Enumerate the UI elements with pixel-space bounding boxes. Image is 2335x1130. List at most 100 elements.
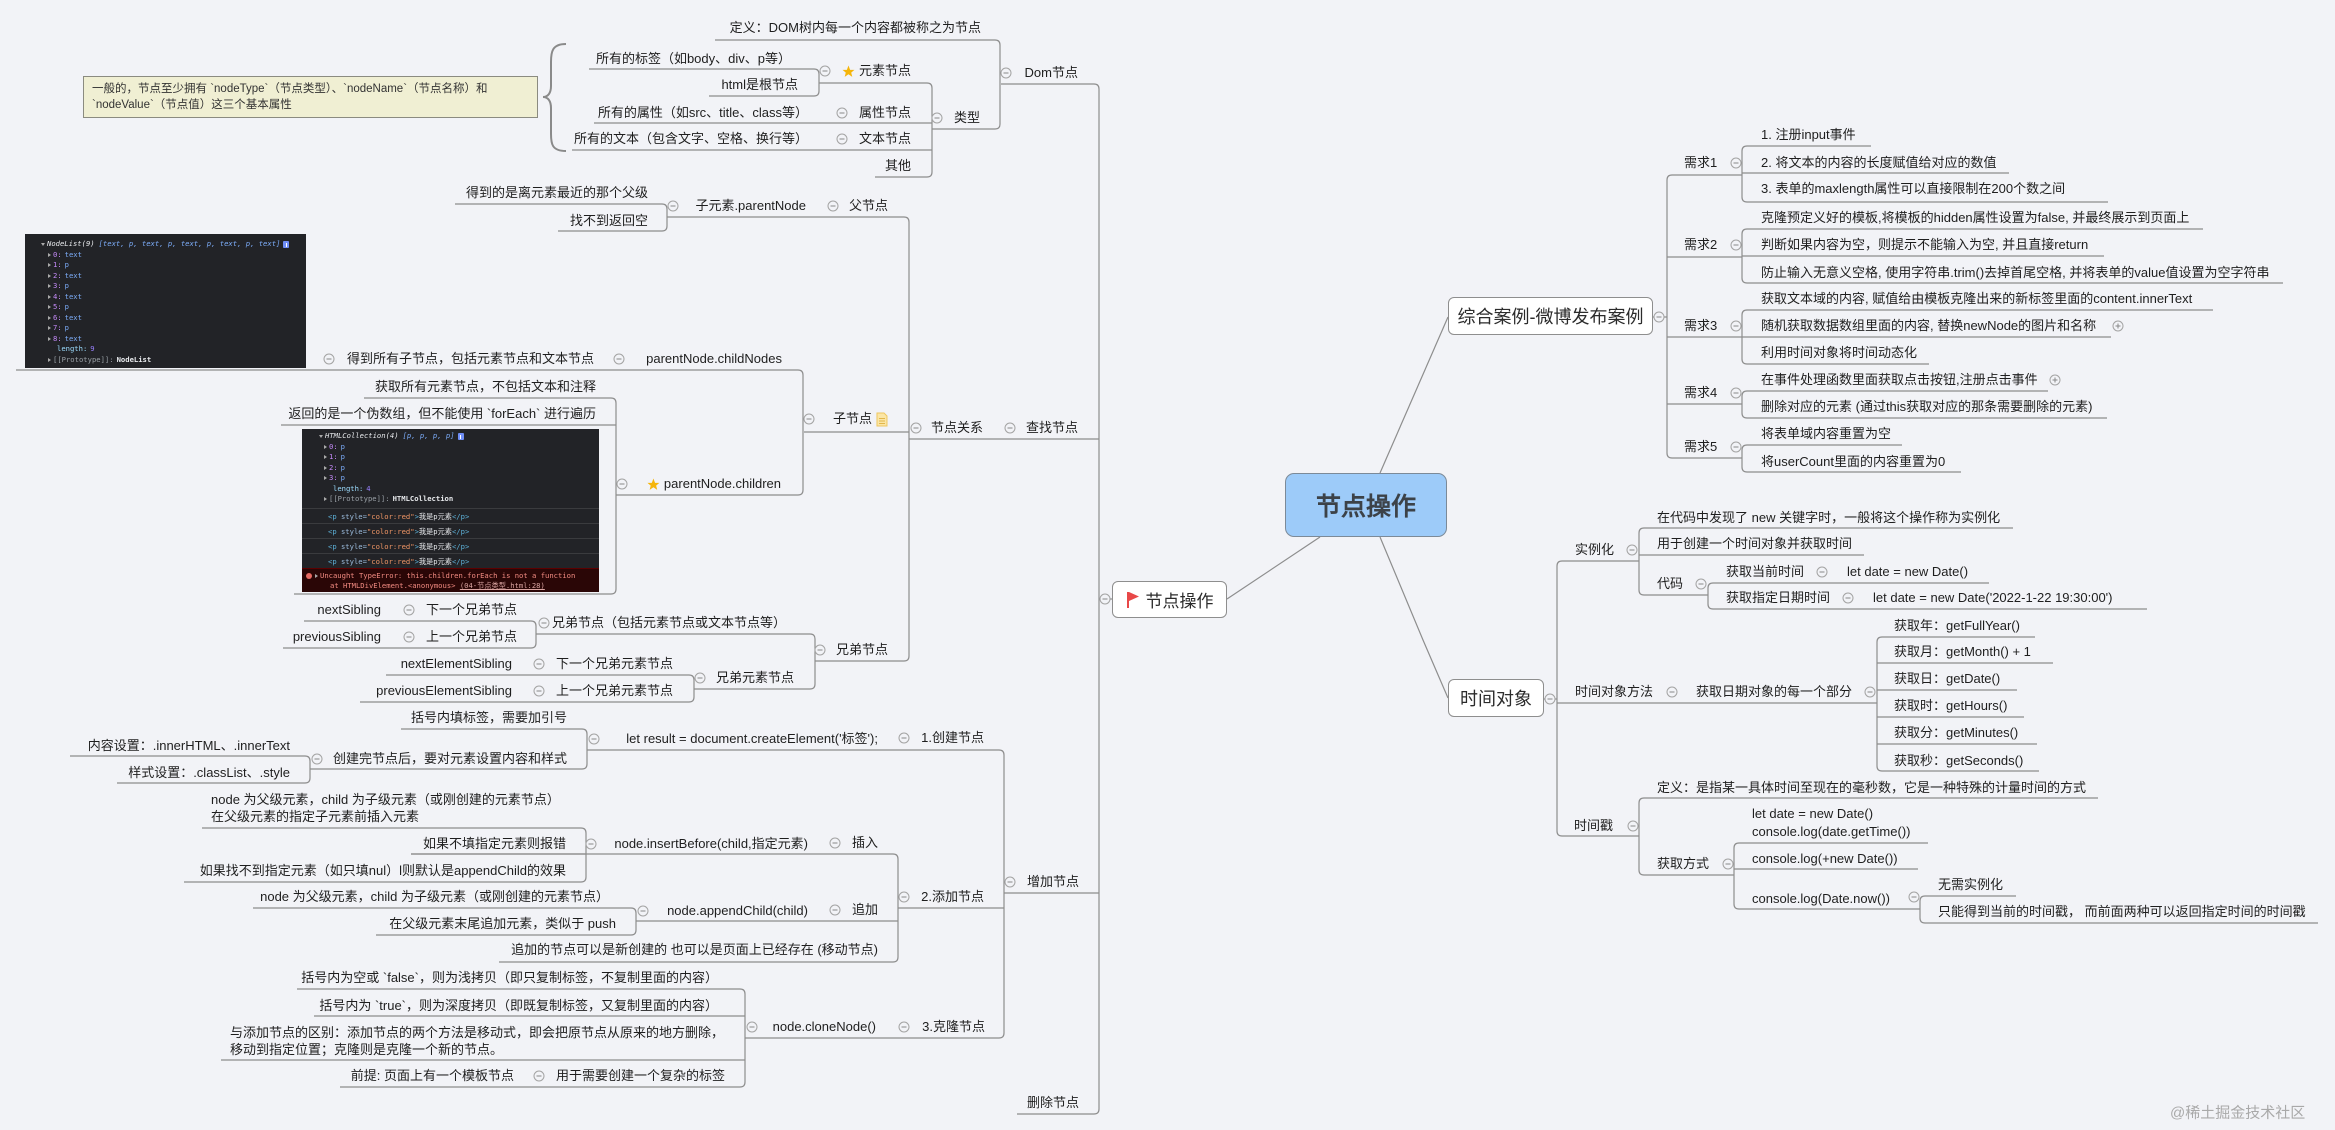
collapse-button[interactable]: [1004, 422, 1016, 434]
create-element-tip[interactable]: 括号内填标签，需要加引号: [410, 710, 567, 725]
requirement-item[interactable]: 1. 注册input事件: [1761, 127, 1856, 142]
setup-content-item[interactable]: 内容设置：.innerHTML、.innerText: [87, 738, 290, 753]
topic-previous-sibling[interactable]: 上一个兄弟节点: [425, 629, 517, 644]
collapse-button[interactable]: [1666, 686, 1678, 698]
children-prop-item[interactable]: 返回的是一个伪数组，但不能使用 `forEach` 进行遍历: [288, 406, 596, 421]
requirement-item[interactable]: 3. 表单的maxlength属性可以直接限制在200个数之间: [1761, 181, 2066, 196]
date-method-item[interactable]: 获取月：getMonth() + 1: [1894, 644, 2031, 659]
topic-insert[interactable]: 插入: [851, 835, 878, 850]
timestamp-definition[interactable]: 定义：是指某一具体时间至现在的毫秒数，它是一种特殊的计量时间的方式: [1657, 780, 2087, 795]
date-method-item[interactable]: 获取时：getHours(): [1894, 698, 2008, 713]
topic-element-node[interactable]: 元素节点: [842, 63, 911, 79]
requirement-item[interactable]: 获取文本域的内容, 赋值给由模板克隆出来的新标签里面的content.inner…: [1761, 291, 2193, 306]
topic-current-time[interactable]: 获取当前时间: [1726, 564, 1805, 579]
append-child-desc[interactable]: node 为父级元素，child 为子级元素（或刚创建的元素节点）: [260, 889, 609, 904]
topic-text-node[interactable]: 文本节点: [858, 131, 911, 146]
collapse-button[interactable]: [585, 838, 597, 850]
requirement-item[interactable]: 在事件处理函数里面获取点击按钮,注册点击事件: [1761, 372, 2038, 387]
collapse-button[interactable]: [613, 353, 625, 365]
collapse-button[interactable]: [637, 905, 649, 917]
collapse-button[interactable]: [1730, 387, 1742, 399]
topic-clone-usage[interactable]: 用于需要创建一个复杂的标签: [555, 1068, 725, 1083]
child-nodes-desc[interactable]: 得到所有子节点，包括元素节点和文本节点: [346, 351, 594, 366]
insert-no-target[interactable]: 如果不填指定元素则报错: [422, 836, 566, 851]
requirement-item[interactable]: 2. 将文本的内容的长度赋值给对应的数值: [1761, 155, 1997, 170]
topic-requirement-3[interactable]: 需求3: [1684, 318, 1718, 333]
requirement-item[interactable]: 判断如果内容为空，则提示不能输入为空, 并且直接return: [1761, 237, 2089, 252]
insert-before-desc[interactable]: node 为父级元素，child 为子级元素（或刚创建的元素节点） 在父级元素的…: [211, 791, 560, 825]
element-node-item[interactable]: 所有的标签（如body、div、p等）: [595, 51, 791, 66]
topic-next-element-sibling[interactable]: 下一个兄弟元素节点: [555, 656, 673, 671]
topic-create-node[interactable]: 1.创建节点: [921, 730, 984, 745]
topic-add-node[interactable]: 增加节点: [1026, 874, 1079, 889]
topic-sibling-node[interactable]: 兄弟节点: [835, 642, 888, 657]
topic-dom-node[interactable]: Dom节点: [1024, 65, 1078, 80]
requirement-item[interactable]: 利用时间对象将时间动态化: [1761, 345, 1918, 360]
date-now-item[interactable]: 无需实例化: [1938, 877, 2004, 892]
collapse-button[interactable]: [898, 891, 910, 903]
collapse-button[interactable]: [1908, 891, 1920, 903]
append-move-note[interactable]: 追加的节点可以是新创建的 也可以是页面上已经存在 (移动节点): [511, 942, 878, 957]
children-prop-item[interactable]: 获取所有元素节点，不包括文本和注释: [374, 379, 596, 394]
topic-instantiation[interactable]: 实例化: [1575, 542, 1615, 557]
collapse-button[interactable]: [1842, 592, 1854, 604]
collapse-button[interactable]: [910, 422, 922, 434]
instantiation-item[interactable]: 用于创建一个时间对象并获取时间: [1657, 536, 1853, 551]
dom-definition[interactable]: 定义：DOM树内每一个内容都被称之为节点: [729, 20, 981, 35]
topic-requirement-2[interactable]: 需求2: [1684, 237, 1718, 252]
collapse-button[interactable]: [667, 200, 679, 212]
date-method-item[interactable]: 获取日：getDate(): [1894, 671, 2001, 686]
topic-child-node[interactable]: 子节点: [833, 411, 888, 427]
topic-parent-node[interactable]: 父节点: [848, 198, 888, 213]
collapse-button[interactable]: [1730, 320, 1742, 332]
collapse-button[interactable]: [323, 353, 335, 365]
timestamp-get-time[interactable]: let date = new Date() console.log(date.g…: [1752, 805, 1910, 841]
topic-other-node[interactable]: 其他: [884, 158, 911, 173]
parent-node-item[interactable]: 得到的是离元素最近的那个父级: [465, 185, 648, 200]
topic-requirement-1[interactable]: 需求1: [1684, 155, 1718, 170]
topic-parent-node-method[interactable]: 子元素.parentNode: [695, 198, 806, 213]
topic-requirement-4[interactable]: 需求4: [1684, 385, 1718, 400]
expand-button[interactable]: [2112, 320, 2124, 332]
collapse-button[interactable]: [898, 1021, 910, 1033]
topic-setup-element[interactable]: 创建完节点后，要对元素设置内容和样式: [332, 751, 567, 766]
insert-before-code[interactable]: node.insertBefore(child,指定元素): [614, 836, 808, 851]
collapse-button[interactable]: [403, 631, 415, 643]
topic-node-operations[interactable]: 节点操作: [1112, 581, 1227, 618]
requirement-item[interactable]: 将表单域内容重置为空: [1761, 426, 1892, 441]
attribute-node-item[interactable]: 所有的属性（如src、title、class等）: [597, 105, 808, 120]
collapse-button[interactable]: [829, 904, 841, 916]
collapse-button[interactable]: [1004, 876, 1016, 888]
topic-child-nodes[interactable]: parentNode.childNodes: [646, 351, 782, 366]
topic-append[interactable]: 追加: [851, 902, 878, 917]
collapse-button[interactable]: [533, 658, 545, 670]
collapse-button[interactable]: [819, 65, 831, 77]
topic-element-siblings[interactable]: 兄弟元素节点: [715, 670, 794, 685]
requirement-item[interactable]: 克隆预定义好的模板,将模板的hidden属性设置为false, 并最终展示到页面…: [1761, 210, 2190, 225]
specific-time-code[interactable]: let date = new Date('2022-1-22 19:30:00'…: [1873, 590, 2113, 605]
collapse-button[interactable]: [1730, 441, 1742, 453]
text-node-item[interactable]: 所有的文本（包含文字、空格、换行等）: [573, 131, 808, 146]
append-child-code[interactable]: node.appendChild(child): [667, 903, 808, 918]
collapse-button[interactable]: [898, 732, 910, 744]
requirement-item[interactable]: 将userCount里面的内容重置为0: [1761, 454, 1946, 469]
collapse-button[interactable]: [827, 200, 839, 212]
collapse-button[interactable]: [814, 644, 826, 656]
requirement-item[interactable]: 随机获取数据数组里面的内容, 替换newNode的图片和名称: [1761, 318, 2097, 333]
parent-node-item[interactable]: 找不到返回空: [569, 213, 648, 228]
current-time-code[interactable]: let date = new Date(): [1847, 564, 1969, 579]
date-method-item[interactable]: 获取分：getMinutes(): [1894, 725, 2019, 740]
clone-shallow[interactable]: 括号内为空或 `false`，则为浅拷贝（即只复制标签，不复制里面的内容）: [301, 970, 718, 985]
topic-date-now[interactable]: console.log(Date.now()): [1752, 891, 1891, 906]
collapse-button[interactable]: [1730, 157, 1742, 169]
collapse-button[interactable]: [836, 133, 848, 145]
date-method-item[interactable]: 获取年：getFullYear(): [1894, 618, 2020, 633]
collapse-button[interactable]: [1627, 820, 1639, 832]
instantiation-item[interactable]: 在代码中发现了 new 关键字时，一般将这个操作称为实例化: [1657, 510, 2001, 525]
collapse-button[interactable]: [533, 685, 545, 697]
collapse-button[interactable]: [1722, 858, 1734, 870]
topic-specific-time[interactable]: 获取指定日期时间: [1726, 590, 1831, 605]
collapse-button[interactable]: [1864, 686, 1876, 698]
collapse-button[interactable]: [1099, 593, 1111, 605]
collapse-button[interactable]: [616, 478, 628, 490]
